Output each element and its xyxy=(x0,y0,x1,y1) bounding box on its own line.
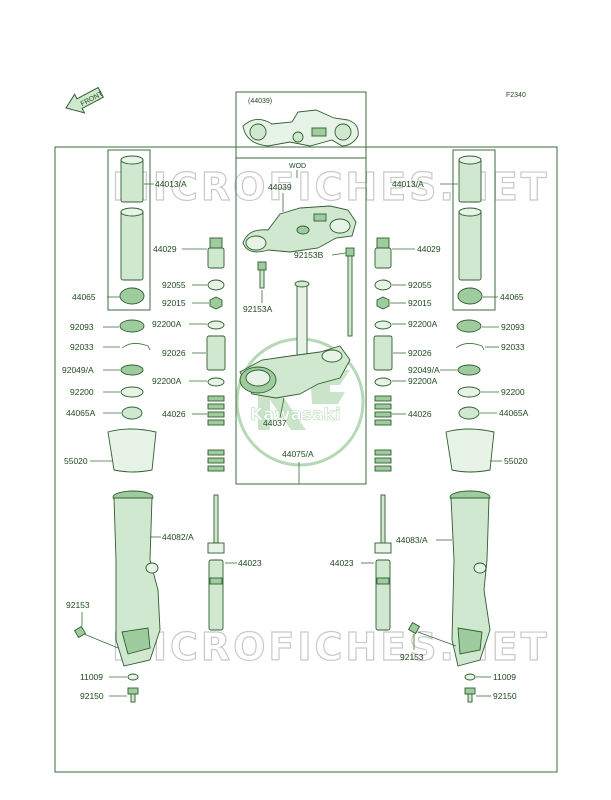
clip-92033-right xyxy=(455,343,485,351)
axle-bolt-left xyxy=(73,625,119,649)
spring-left xyxy=(207,395,225,472)
outer-tube-left xyxy=(112,490,161,667)
kawasaki-wordmark: Kawasaki xyxy=(250,405,341,425)
oil-seal-left xyxy=(120,364,144,376)
seal-92093-right xyxy=(456,319,482,333)
label-92153-left: 92153 xyxy=(66,600,90,610)
fork-tube-top-right xyxy=(457,155,483,305)
damper-rod-right xyxy=(374,494,392,631)
clip-92033-left xyxy=(121,343,151,351)
label-44037: 44037 xyxy=(263,418,287,428)
kawasaki-logo: Kawasaki xyxy=(235,337,365,467)
upper-bracket xyxy=(242,205,357,253)
label-11009-left: 11009 xyxy=(80,672,103,682)
label-44075a: 44075/A xyxy=(282,449,314,459)
label-92200-right: 92200 xyxy=(501,387,525,397)
label-44065a-right: 44065A xyxy=(499,408,529,418)
label-44029-left: 44029 xyxy=(153,244,177,254)
label-92015-left: 92015 xyxy=(162,298,186,308)
label-44029-right: 44029 xyxy=(417,244,441,254)
washer-92200a-lower-left xyxy=(207,377,225,387)
fork-tube-top-left xyxy=(119,155,145,305)
label-44065a-left: 44065A xyxy=(66,408,96,418)
upper-bracket-inset xyxy=(242,109,359,147)
label-92150-right: 92150 xyxy=(493,691,517,701)
cap-bolt-right xyxy=(374,237,392,269)
seal-92093-left xyxy=(119,319,145,333)
wod-label: WOD xyxy=(289,163,306,170)
bushing-44065a-left xyxy=(121,406,143,420)
right-cap-frame xyxy=(452,149,496,311)
washer-92200-right xyxy=(457,386,481,398)
washer-92200a-lower-right xyxy=(374,377,392,387)
label-92049a-left: 92049/A xyxy=(62,365,94,375)
washer-11009-left xyxy=(127,673,139,681)
label-92015-right: 92015 xyxy=(408,298,432,308)
label-92033-right: 92033 xyxy=(501,342,525,352)
label-44083a: 44083/A xyxy=(396,535,428,545)
washer-92200-left xyxy=(120,386,144,398)
bolt-92153a xyxy=(257,261,267,289)
drain-bolt-right xyxy=(464,687,476,703)
oil-seal-right xyxy=(457,364,481,376)
front-arrow-icon: FRONT xyxy=(65,86,105,114)
label-44013a-right: 44013/A xyxy=(392,179,424,189)
label-55020-right: 55020 xyxy=(504,456,528,466)
bolt-92153b xyxy=(345,247,355,337)
washer-92200a-upper-left xyxy=(207,320,225,330)
nut-left xyxy=(209,296,223,310)
outer-frame xyxy=(54,146,558,773)
label-92026-left: 92026 xyxy=(162,348,186,358)
label-92055-right: 92055 xyxy=(408,280,432,290)
figure-code: F2340 xyxy=(506,92,526,99)
spring-right xyxy=(374,395,392,472)
label-44026-right: 44026 xyxy=(408,409,432,419)
drain-bolt-left xyxy=(127,687,139,703)
stem-frame xyxy=(235,157,367,485)
nut-right xyxy=(376,296,390,310)
spacer-left xyxy=(206,335,226,371)
left-cap-frame xyxy=(107,149,151,311)
label-44023-right: 44023 xyxy=(330,558,354,568)
spacer-right xyxy=(373,335,393,371)
label-92200a-upper-right: 92200A xyxy=(408,319,438,329)
label-92150-left: 92150 xyxy=(80,691,104,701)
label-92093-right: 92093 xyxy=(501,322,525,332)
label-92200-left: 92200 xyxy=(70,387,94,397)
label-92200a-lower-left: 92200A xyxy=(152,376,182,386)
label-44013a-left: 44013/A xyxy=(155,179,187,189)
washer-11009-right xyxy=(464,673,476,681)
inset-label: (44039) xyxy=(248,98,272,105)
label-92200a-upper-left: 92200A xyxy=(152,319,182,329)
label-11009-right: 11009 xyxy=(493,672,516,682)
outer-tube-right xyxy=(449,490,491,667)
label-44065-left: 44065 xyxy=(72,292,96,302)
label-92055-left: 92055 xyxy=(162,280,186,290)
o-ring-right xyxy=(374,279,392,291)
label-92033-left: 92033 xyxy=(70,342,94,352)
label-92153b: 92153B xyxy=(294,250,324,260)
label-44065-right: 44065 xyxy=(500,292,524,302)
label-44039: 44039 xyxy=(268,182,292,192)
label-92049a-right: 92049/A xyxy=(408,365,440,375)
steering-stem xyxy=(239,280,351,399)
axle-bolt-right xyxy=(407,621,457,647)
label-92200a-lower-right: 92200A xyxy=(408,376,438,386)
label-92153-right: 92153 xyxy=(400,652,424,662)
label-44026-left: 44026 xyxy=(162,409,186,419)
bushing-44065a-right xyxy=(458,406,480,420)
label-55020-left: 55020 xyxy=(64,456,88,466)
label-92153a: 92153A xyxy=(243,304,273,314)
o-ring-left xyxy=(207,279,225,291)
washer-92200a-upper-right xyxy=(374,320,392,330)
damper-rod-left xyxy=(207,494,225,631)
label-44023-left: 44023 xyxy=(238,558,262,568)
label-92026-right: 92026 xyxy=(408,348,432,358)
label-44082a: 44082/A xyxy=(162,532,194,542)
fork-cover-left xyxy=(107,428,157,473)
label-92093-left: 92093 xyxy=(70,322,94,332)
cap-bolt-left xyxy=(207,237,225,269)
fork-cover-right xyxy=(445,428,495,473)
